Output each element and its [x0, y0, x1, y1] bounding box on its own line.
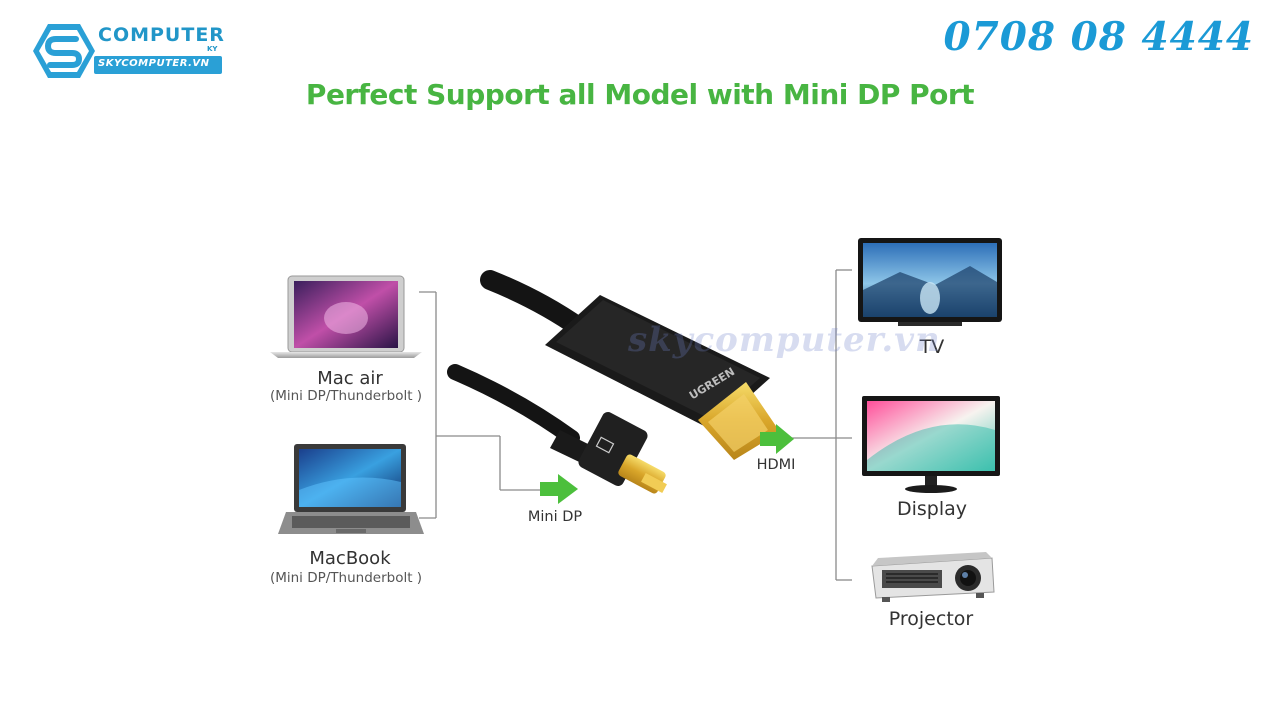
- output-label-display: Display: [896, 498, 968, 520]
- watermark: skycomputer.vn: [628, 320, 941, 360]
- headline: Perfect Support all Model with Mini DP P…: [305, 78, 975, 111]
- input-name-mac-air: Mac air: [317, 368, 383, 389]
- hdmi-arrow-icon: [760, 424, 794, 454]
- input-name-macbook: MacBook: [309, 548, 391, 569]
- output-connector-lines: [790, 269, 852, 581]
- brand-name: COMPUTER: [98, 24, 225, 46]
- input-sub-macbook: (Mini DP/Thunderbolt ): [269, 570, 423, 586]
- output-label-tv: TV: [919, 336, 945, 358]
- cable-hdmi: UGREEN: [480, 270, 780, 460]
- mini-dp-arrow-icon: [540, 474, 578, 504]
- input-connector-lines: [419, 291, 540, 519]
- port-label-hdmi: HDMI: [756, 457, 796, 473]
- output-label-projector: Projector: [888, 608, 974, 630]
- monitor-icon: [862, 396, 1000, 493]
- phone-number[interactable]: 0708 08 4444: [943, 14, 1254, 60]
- cable-mini-dp: [447, 364, 667, 494]
- macbook-icon: [278, 444, 424, 534]
- s-hexagon-logo-icon: [33, 24, 95, 78]
- tv-icon: [858, 238, 1002, 326]
- macbook-air-icon: [270, 275, 422, 358]
- projector-icon: [871, 552, 995, 602]
- input-sub-mac-air: (Mini DP/Thunderbolt ): [269, 388, 423, 404]
- brand-ky: KY: [207, 45, 218, 53]
- brand-site: SKYCOMPUTER.VN: [98, 58, 210, 69]
- brand-site-bar: [94, 56, 222, 74]
- port-label-mini-dp: Mini DP: [527, 509, 583, 525]
